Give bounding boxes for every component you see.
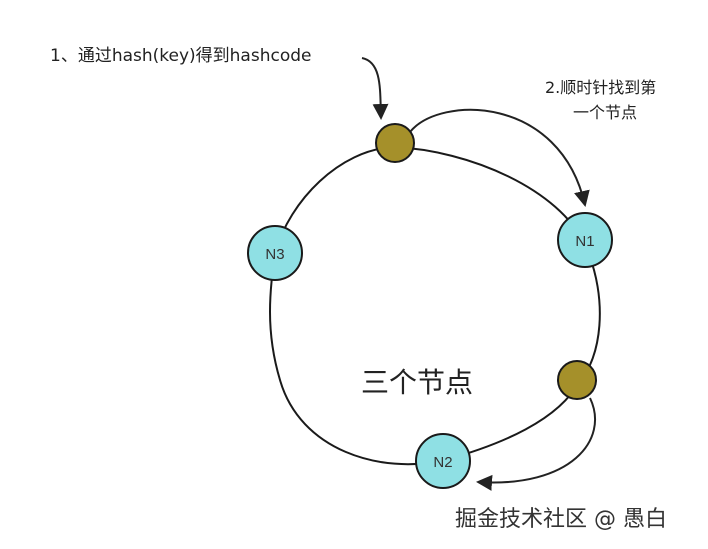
hash-point-right <box>557 360 597 400</box>
node-n2-label: N2 <box>433 454 452 471</box>
node-n2: N2 <box>415 433 471 489</box>
node-n1: N1 <box>557 212 613 268</box>
watermark: 掘金技术社区 @ 愚白 <box>455 507 667 532</box>
node-n1-label: N1 <box>575 233 594 250</box>
hash-point-top <box>375 123 415 163</box>
node-n3: N3 <box>247 225 303 281</box>
step1-arrow <box>361 57 389 120</box>
clockwise-arrow-to-n1 <box>409 108 590 207</box>
step1-label: 1、通过hash(key)得到hashcode <box>50 46 311 66</box>
center-label: 三个节点 <box>361 366 473 399</box>
node-n3-label: N3 <box>265 246 284 263</box>
clockwise-arrow-to-n2 <box>476 397 596 491</box>
hash-ring <box>269 145 601 466</box>
step2-label-line1: 2.顺时针找到第 <box>545 78 656 97</box>
step2-label-line2: 一个节点 <box>573 103 637 122</box>
